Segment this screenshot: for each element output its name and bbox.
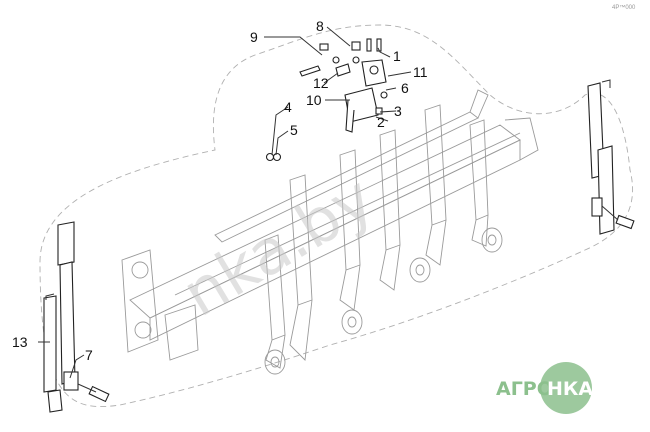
callout-5: 5 xyxy=(290,122,298,138)
callout-12: 12 xyxy=(313,75,329,91)
callout-10: 10 xyxy=(306,92,322,108)
callout-7: 7 xyxy=(85,347,93,363)
callout-4: 4 xyxy=(284,99,292,115)
callout-11: 11 xyxy=(413,64,428,80)
leader-lines xyxy=(38,26,412,379)
callout-13: 13 xyxy=(12,334,28,350)
logo-text-right: НКА xyxy=(547,378,593,400)
agronka-logo: АГРО НКА xyxy=(496,362,593,414)
callout-2: 2 xyxy=(377,114,385,130)
callout-1: 1 xyxy=(393,48,401,64)
callouts: 9 8 1 12 11 6 10 3 2 4 5 13 7 xyxy=(12,18,428,363)
logo-text-left: АГРО xyxy=(496,378,553,400)
rear-crossbar xyxy=(214,89,489,243)
callout-8: 8 xyxy=(316,18,324,34)
watermark-text: nka.by xyxy=(170,161,386,331)
main-beam xyxy=(129,117,539,341)
disc-flanges xyxy=(264,227,503,375)
right-support-column xyxy=(587,79,635,235)
shank-row xyxy=(264,104,489,369)
left-support-column xyxy=(43,221,110,413)
callout-6: 6 xyxy=(401,80,409,96)
bracket-assembly xyxy=(265,38,388,162)
drawing-code: 4P™000 xyxy=(612,4,636,11)
callout-9: 9 xyxy=(250,29,258,45)
hitch-bracket xyxy=(121,249,199,361)
callout-3: 3 xyxy=(394,103,402,119)
frame-outline xyxy=(39,24,634,407)
